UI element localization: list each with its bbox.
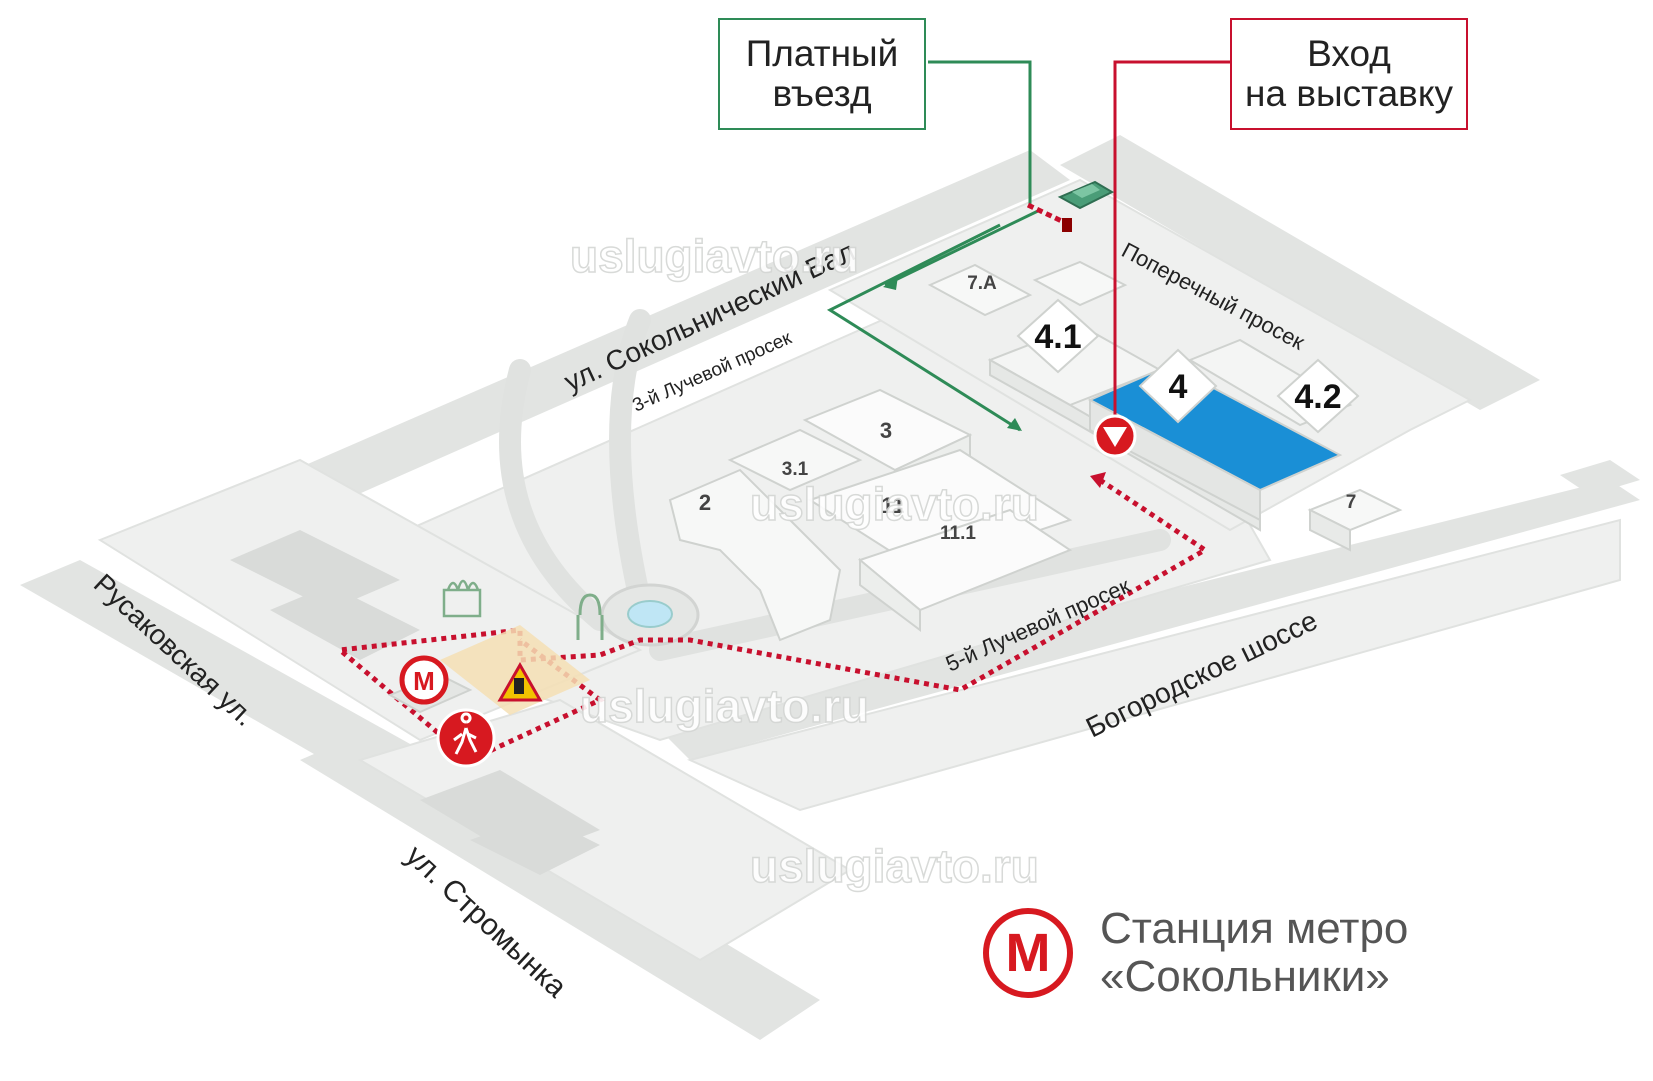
building-111-side xyxy=(859,557,921,632)
pavilion-11: 11 xyxy=(881,493,904,518)
road-bogorodskoe xyxy=(650,480,1640,760)
entrance-marker-icon xyxy=(1093,414,1137,458)
pavilion-111: 11.1 xyxy=(940,523,976,544)
barrier-icon xyxy=(1026,202,1072,232)
paid-entry-line-1: Платный xyxy=(745,33,899,75)
pavilion-7a: 7.А xyxy=(967,273,997,294)
metro-letter-map: М xyxy=(413,666,435,696)
church-icon xyxy=(442,579,482,618)
road-sokolnichesky-val xyxy=(248,150,1070,520)
building-7-side xyxy=(1309,508,1351,552)
exhibition-entry-line-2: на выставку xyxy=(1245,73,1453,114)
building-7a xyxy=(927,263,1033,317)
arch-icon xyxy=(576,593,604,640)
exhibition-entry-line-1: Вход xyxy=(1307,33,1391,75)
metro-icon: М xyxy=(399,655,449,705)
green-route-to-val xyxy=(884,208,1041,287)
paid-entry-line-2: въезд xyxy=(772,73,872,114)
pavilion-41-diamond xyxy=(1016,298,1100,374)
church-body xyxy=(442,588,482,618)
pavilion-3: 3 xyxy=(880,418,892,443)
metro-legend: М Станция метро «Сокольники» xyxy=(980,904,1409,1002)
pedestrian-figure xyxy=(453,712,478,755)
watermark-4: uslugiavto.ru xyxy=(750,840,1039,892)
background-buildings xyxy=(230,530,600,875)
pavilion-2: 2 xyxy=(699,490,711,515)
green-arrowhead-4 xyxy=(1007,418,1022,431)
pavilion-42-tag: 4.2 xyxy=(1276,358,1360,434)
paid-entry-callout: Платный въезд xyxy=(718,18,926,130)
paid-entry-route xyxy=(826,60,1041,432)
church-domes xyxy=(446,579,480,591)
path-to-circle xyxy=(499,359,611,631)
pavilion-7: 7 xyxy=(1346,492,1357,513)
road-stromynka xyxy=(300,730,820,1040)
metro-legend-letter: М xyxy=(1006,923,1051,983)
car-icon xyxy=(1057,180,1115,210)
bg-building-left xyxy=(230,530,400,610)
red-arrowhead xyxy=(1090,472,1106,488)
callout-leader-red xyxy=(1113,60,1230,420)
pavilion-41-tag: 4.1 xyxy=(1016,298,1100,374)
fountain xyxy=(600,583,700,647)
building-2 xyxy=(668,468,842,642)
road-top-right xyxy=(1060,135,1540,410)
building-31 xyxy=(727,428,863,492)
pavilion-42-diamond xyxy=(1276,358,1360,434)
barrier-arm xyxy=(1026,202,1072,228)
building-7a-right xyxy=(1032,260,1128,307)
pavilion-4-tag: 4 xyxy=(1138,348,1218,424)
pavilion-labels: 7.А 4.1 4 4.2 3 3.1 2 11 11.1 7 xyxy=(699,273,1360,544)
roadworks-figure xyxy=(514,678,524,694)
block-bottom-right xyxy=(687,518,1621,812)
roadworks-zone xyxy=(440,625,590,715)
callout-leader-green xyxy=(928,60,1032,205)
metro-legend-line-1: Станция метро xyxy=(1100,904,1409,953)
block-bottom xyxy=(357,698,852,962)
pedestrian-circle xyxy=(436,708,496,768)
green-route-to-4 xyxy=(826,223,1021,432)
pedestrian-icon xyxy=(436,708,496,768)
watermark-2: uslugiavto.ru xyxy=(750,478,1039,530)
barrier-post xyxy=(1062,218,1072,232)
green-arrowheads xyxy=(883,276,1022,431)
watermark-3: uslugiavto.ru xyxy=(580,680,869,732)
bg-building-bottom-2 xyxy=(470,815,600,875)
car-roof xyxy=(1072,184,1100,198)
metro-circle xyxy=(399,655,449,705)
fountain-icon xyxy=(627,600,673,628)
green-arrowhead-val xyxy=(883,276,898,290)
metro-legend-line-2: «Сокольники» xyxy=(1100,952,1390,1002)
watermarks: uslugiavto.ru uslugiavto.ru uslugiavto.r… xyxy=(569,229,1039,893)
metro-legend-icon: М xyxy=(983,908,1073,999)
metro-legend-circle xyxy=(983,908,1073,999)
pavilion-42: 4.2 xyxy=(1294,378,1341,416)
pavilion-31: 3.1 xyxy=(782,459,809,480)
arch-shape xyxy=(576,593,604,640)
exhibition-entry-callout: Вход на выставку xyxy=(1230,18,1468,130)
road-far-right xyxy=(1560,460,1640,495)
bg-building-left-2 xyxy=(270,585,420,660)
pavilion-4-diamond xyxy=(1138,348,1218,424)
roadworks-icon xyxy=(497,661,543,702)
pavilion-41: 4.1 xyxy=(1034,318,1081,356)
metro-legend-text: Станция метро «Сокольники» xyxy=(1100,904,1409,1002)
entrance-triangle xyxy=(1103,427,1127,447)
pavilion-4: 4 xyxy=(1169,368,1188,406)
path-luchevoy-3 xyxy=(609,309,651,611)
watermark-1: uslugiavto.ru xyxy=(570,230,859,282)
